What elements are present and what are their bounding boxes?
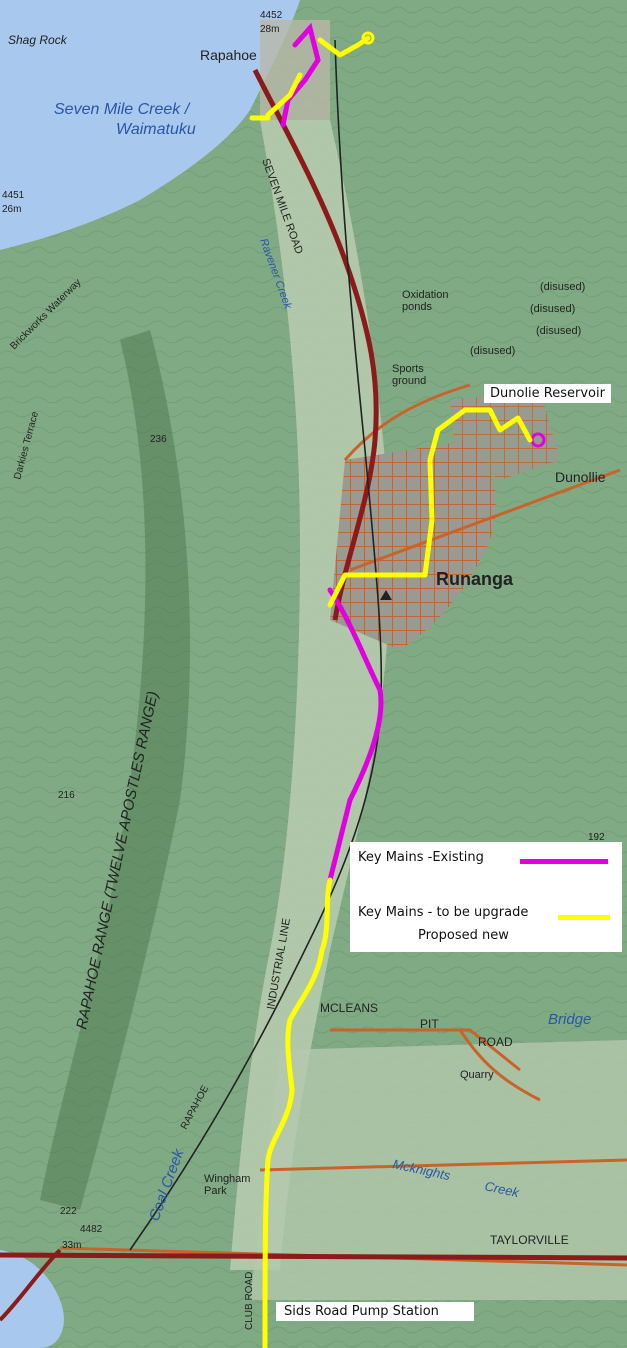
trig-marker [380, 590, 392, 600]
spot-height-192: 192 [588, 832, 605, 843]
spot-height-222: 222 [60, 1206, 77, 1217]
runanga-urban [330, 440, 497, 650]
legend: Key Mains -Existing Key Mains - to be up… [350, 842, 622, 952]
legend-existing-swatch [520, 859, 608, 864]
key-mains-upgrade [249, 35, 533, 1348]
label-dunollie: Dunollie [555, 469, 606, 485]
legend-upgrade-swatch [558, 915, 610, 920]
lowland-farmland [250, 1040, 627, 1300]
legend-existing-label: Key Mains -Existing [358, 850, 484, 865]
spot-height-26m: 26m [2, 204, 21, 215]
spot-height-236: 236 [150, 434, 167, 445]
label-disused-1: (disused) [540, 281, 585, 293]
label-disused-3: (disused) [536, 325, 581, 337]
reservoir-callout: Dunolie Reservoir [484, 384, 611, 403]
label-club-road: CLUB ROAD [244, 1272, 255, 1330]
sea-top [0, 0, 300, 250]
label-shag-rock: Shag Rock [8, 33, 68, 47]
sea-bottom [0, 1250, 64, 1348]
legend-proposed-label: Proposed new [418, 928, 509, 943]
label-mcleans: MCLEANS [320, 1001, 378, 1015]
spot-height-4482: 4482 [80, 1224, 103, 1235]
spot-height-216: 216 [58, 790, 75, 801]
spot-height-4451: 4451 [2, 190, 25, 201]
label-taylorville: TAYLORVILLE [490, 1233, 569, 1247]
spot-height-4452: 4452 [260, 10, 283, 21]
label-runanga: Runanga [436, 569, 514, 589]
label-creek: Creek [483, 1178, 522, 1200]
label-waimatuku: Waimatuku [116, 121, 196, 138]
key-mains-existing [280, 22, 384, 883]
intake-marker [361, 31, 375, 45]
state-highway-west [0, 1248, 62, 1322]
spot-height-33m: 33m [62, 1240, 81, 1251]
label-disused-4: (disused) [470, 345, 515, 357]
spot-height-28m: 28m [260, 24, 279, 35]
label-bridge: Bridge [548, 1011, 591, 1028]
pump-station-callout: Sids Road Pump Station [276, 1302, 474, 1321]
label-quarry: Quarry [460, 1069, 494, 1081]
legend-upgrade-label: Key Mains - to be upgrade [358, 905, 529, 920]
label-seven-mile-creek: Seven Mile Creek / [54, 101, 191, 118]
label-pit: PIT [420, 1017, 439, 1031]
valley-farmland [230, 120, 391, 1270]
state-highway-north [252, 68, 379, 621]
label-disused-2: (disused) [530, 303, 575, 315]
label-road: ROAD [478, 1035, 513, 1049]
range-ridge [40, 330, 190, 1210]
label-rapahoe: Rapahoe [200, 47, 257, 63]
state-highway-south [0, 1252, 627, 1261]
